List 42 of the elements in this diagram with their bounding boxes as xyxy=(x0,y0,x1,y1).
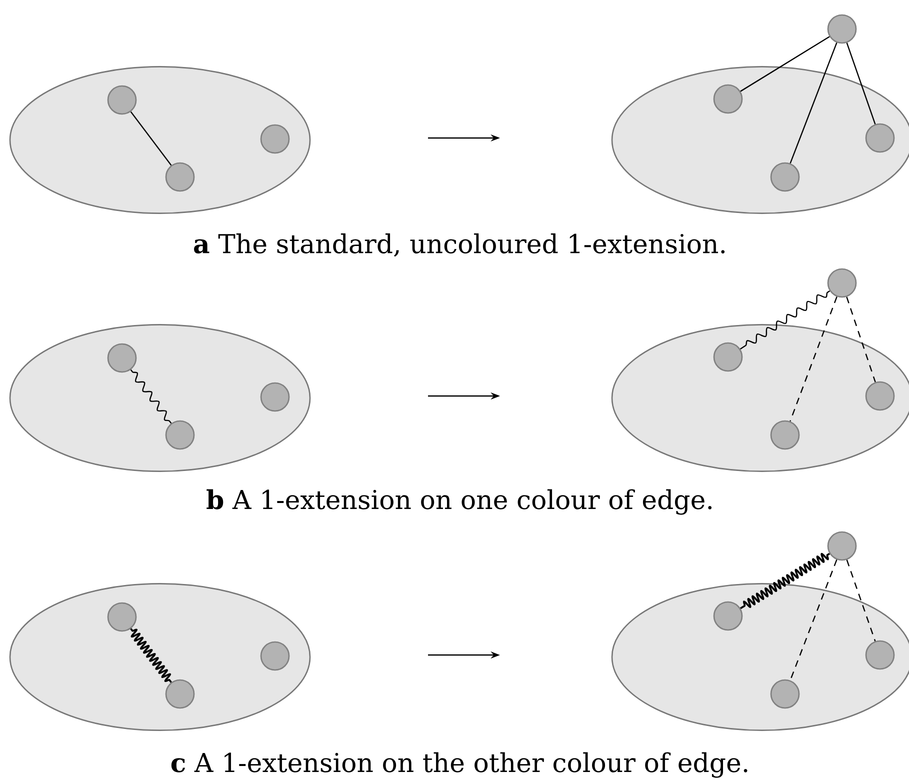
vertex-circle xyxy=(713,84,743,114)
vertex-circle xyxy=(770,420,800,450)
caption: a The standard, uncoloured 1-extension. xyxy=(194,233,725,257)
ellipse-region xyxy=(611,66,909,214)
caption: b A 1-extension on one colour of edge. xyxy=(206,489,712,515)
edge-line xyxy=(846,42,876,124)
ellipse-region xyxy=(9,583,311,731)
vertex-circle xyxy=(865,381,895,411)
edge-line xyxy=(790,42,838,164)
vertex-circle xyxy=(713,601,743,631)
vertex-circle xyxy=(260,641,290,671)
vertex-circle xyxy=(260,124,290,154)
ellipse-region xyxy=(611,324,909,472)
dashed-edge xyxy=(790,559,838,681)
caption: c A 1-extension on the other colour of edge. xyxy=(171,752,748,778)
vertex-circle xyxy=(165,162,195,192)
wavy-edge xyxy=(740,552,830,610)
vertex-circle xyxy=(713,342,743,372)
vertex-circle xyxy=(260,382,290,412)
wavy-edge xyxy=(130,628,172,683)
vertex-circle xyxy=(107,85,137,115)
ellipse-region xyxy=(9,324,311,472)
vertex-circle xyxy=(865,640,895,670)
vertex-circle xyxy=(827,14,857,44)
dashed-edge xyxy=(846,560,876,642)
ellipse-region xyxy=(9,66,311,214)
dashed-edge xyxy=(846,296,876,382)
vertex-circle xyxy=(107,602,137,632)
edge-line xyxy=(740,36,830,92)
wavy-edge xyxy=(130,369,172,424)
vertex-circle xyxy=(770,162,800,192)
ellipse-region xyxy=(611,583,909,731)
vertex-circle xyxy=(827,268,857,298)
vertex-circle xyxy=(770,679,800,709)
vertex-circle xyxy=(107,343,137,373)
vertex-circle xyxy=(827,531,857,561)
edge-line xyxy=(130,111,172,166)
vertex-circle xyxy=(165,420,195,450)
vertex-circle xyxy=(165,679,195,709)
dashed-edge xyxy=(790,296,838,422)
vertex-circle xyxy=(865,123,895,153)
wavy-edge xyxy=(740,290,830,350)
